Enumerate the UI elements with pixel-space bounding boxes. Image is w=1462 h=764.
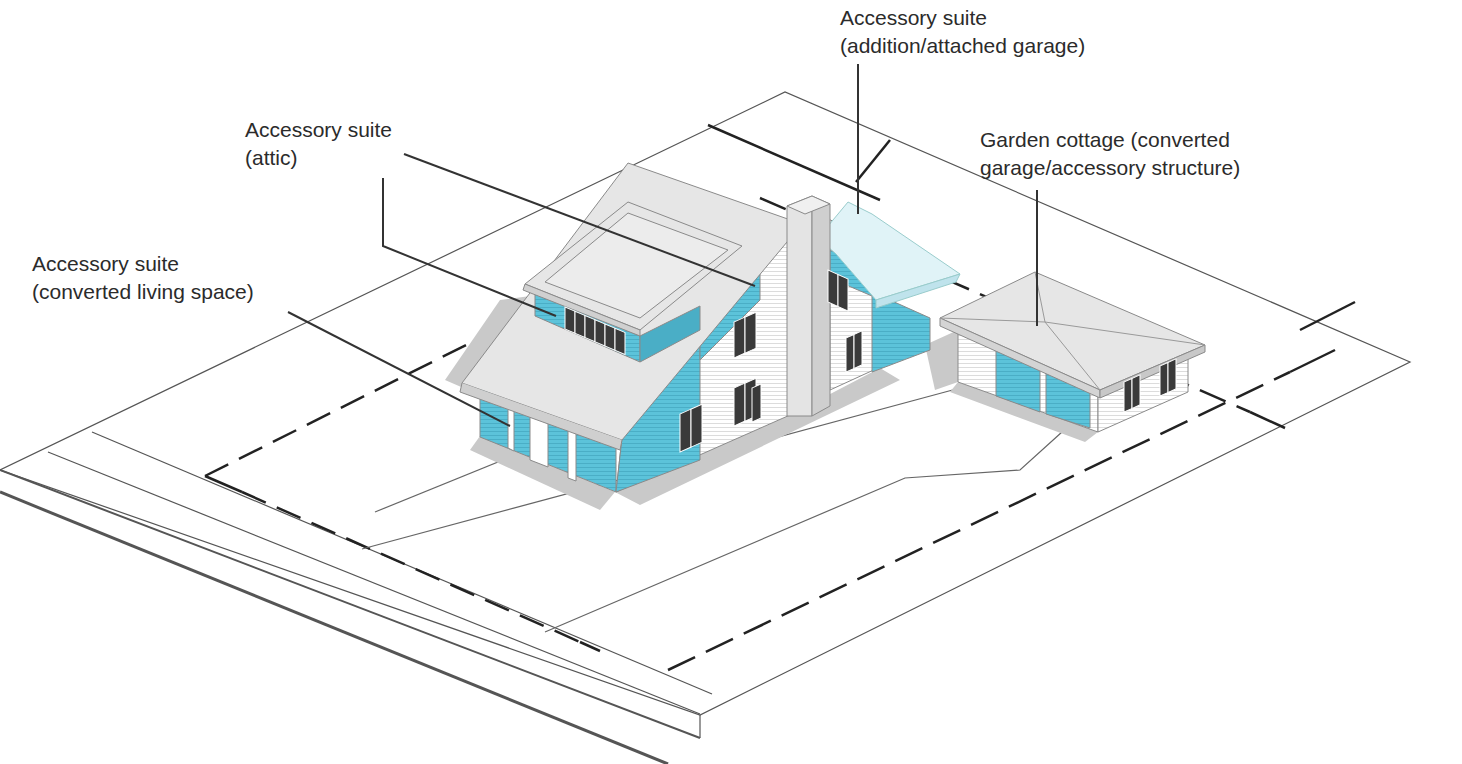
main-house xyxy=(460,163,960,492)
property-lines xyxy=(205,125,1355,670)
lot xyxy=(0,92,1410,764)
callout-label: Accessory suite (converted living space) xyxy=(32,250,256,307)
callout-label: Accessory suite (attic) xyxy=(245,116,395,173)
callout-label: Accessory suite (addition/attached garag… xyxy=(840,4,1088,61)
callout-label: Garden cottage (converted garage/accesso… xyxy=(980,126,1348,183)
garden-cottage xyxy=(940,272,1205,432)
windows xyxy=(565,270,862,452)
leader-lines xyxy=(288,64,1037,426)
